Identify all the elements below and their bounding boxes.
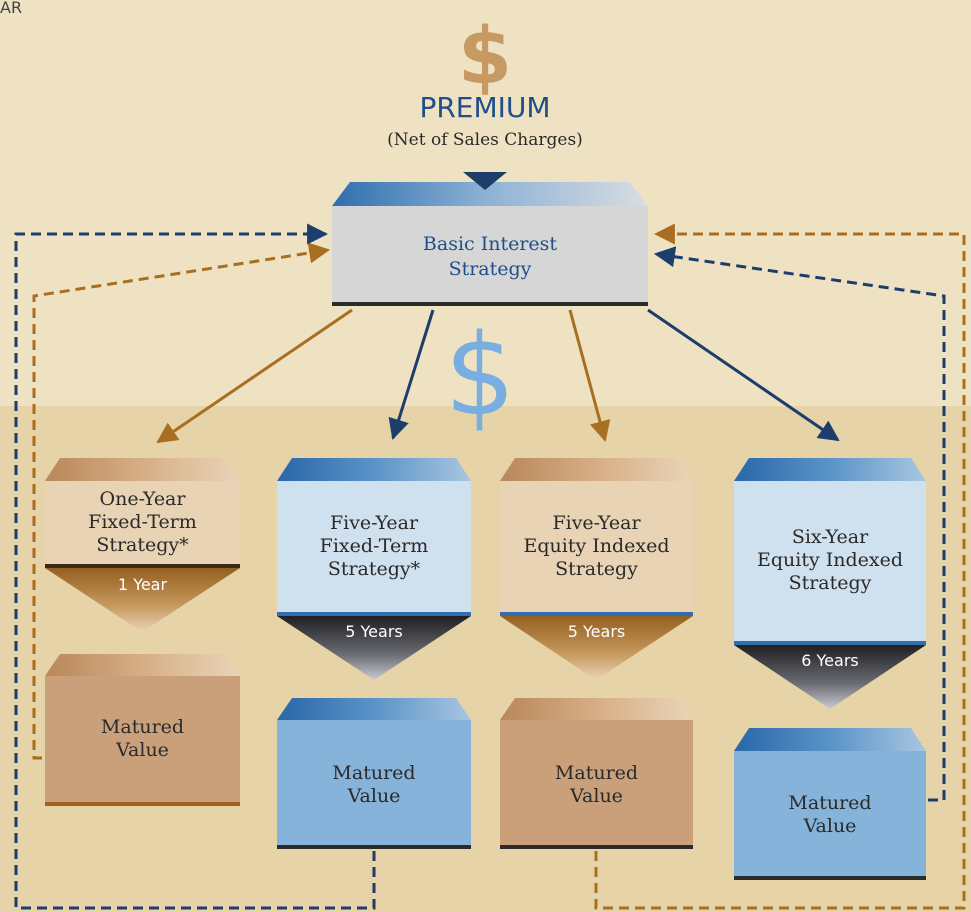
strategy-label-six-year-equity: Six-Year Equity Indexed Strategy: [756, 526, 904, 594]
strategy-column-1: [45, 458, 240, 806]
strategy-column-2: [277, 458, 471, 849]
loop-one-year-return: [32, 242, 331, 760]
premium-subtitle: (Net of Sales Charges): [387, 130, 583, 150]
matured-value-one-year: Matured Value: [100, 716, 185, 761]
strategy-label-five-year-fixed: Five-Year Fixed-Term Strategy*: [319, 512, 429, 580]
loop-five-year-equity-return: [594, 223, 966, 910]
loop-five-year-fixed-return: [14, 223, 376, 910]
duration-five-year-equity: 5 Years: [567, 622, 626, 641]
matured-value-six-year-equity: Matured Value: [788, 792, 872, 837]
basic-interest-label: Basic Interest Strategy: [422, 233, 558, 280]
arrow-to-five-year-fixed: [388, 309, 435, 441]
arrow-to-six-year-equity: [647, 308, 840, 442]
matured-value-five-year-fixed: Matured Value: [332, 762, 416, 807]
dollar-icon: $: [457, 12, 513, 102]
arrow-to-five-year-equity: [568, 309, 611, 443]
strategy-label-five-year-equity: Five-Year Equity Indexed Strategy: [523, 512, 670, 580]
arrow-to-one-year: [156, 308, 353, 444]
duration-one-year: 1 Year: [117, 575, 168, 594]
center-dollar-icon: $: [444, 311, 516, 441]
strategy-label-one-year: One-Year Fixed-Term Strategy*: [88, 488, 197, 556]
matured-value-five-year-equity: Matured Value: [554, 762, 639, 807]
duration-five-year-fixed: 5 Years: [345, 622, 403, 641]
strategy-column-3: [500, 458, 693, 849]
corner-text: AR: [0, 0, 23, 17]
strategy-column-4: [734, 458, 926, 880]
premium-title: PREMIUM: [419, 91, 551, 124]
basic-interest-box: [332, 172, 648, 306]
duration-six-year-equity: 6 Years: [801, 651, 859, 670]
premium-entry-arrow: [463, 172, 507, 190]
loop-six-year-return: [653, 246, 946, 802]
